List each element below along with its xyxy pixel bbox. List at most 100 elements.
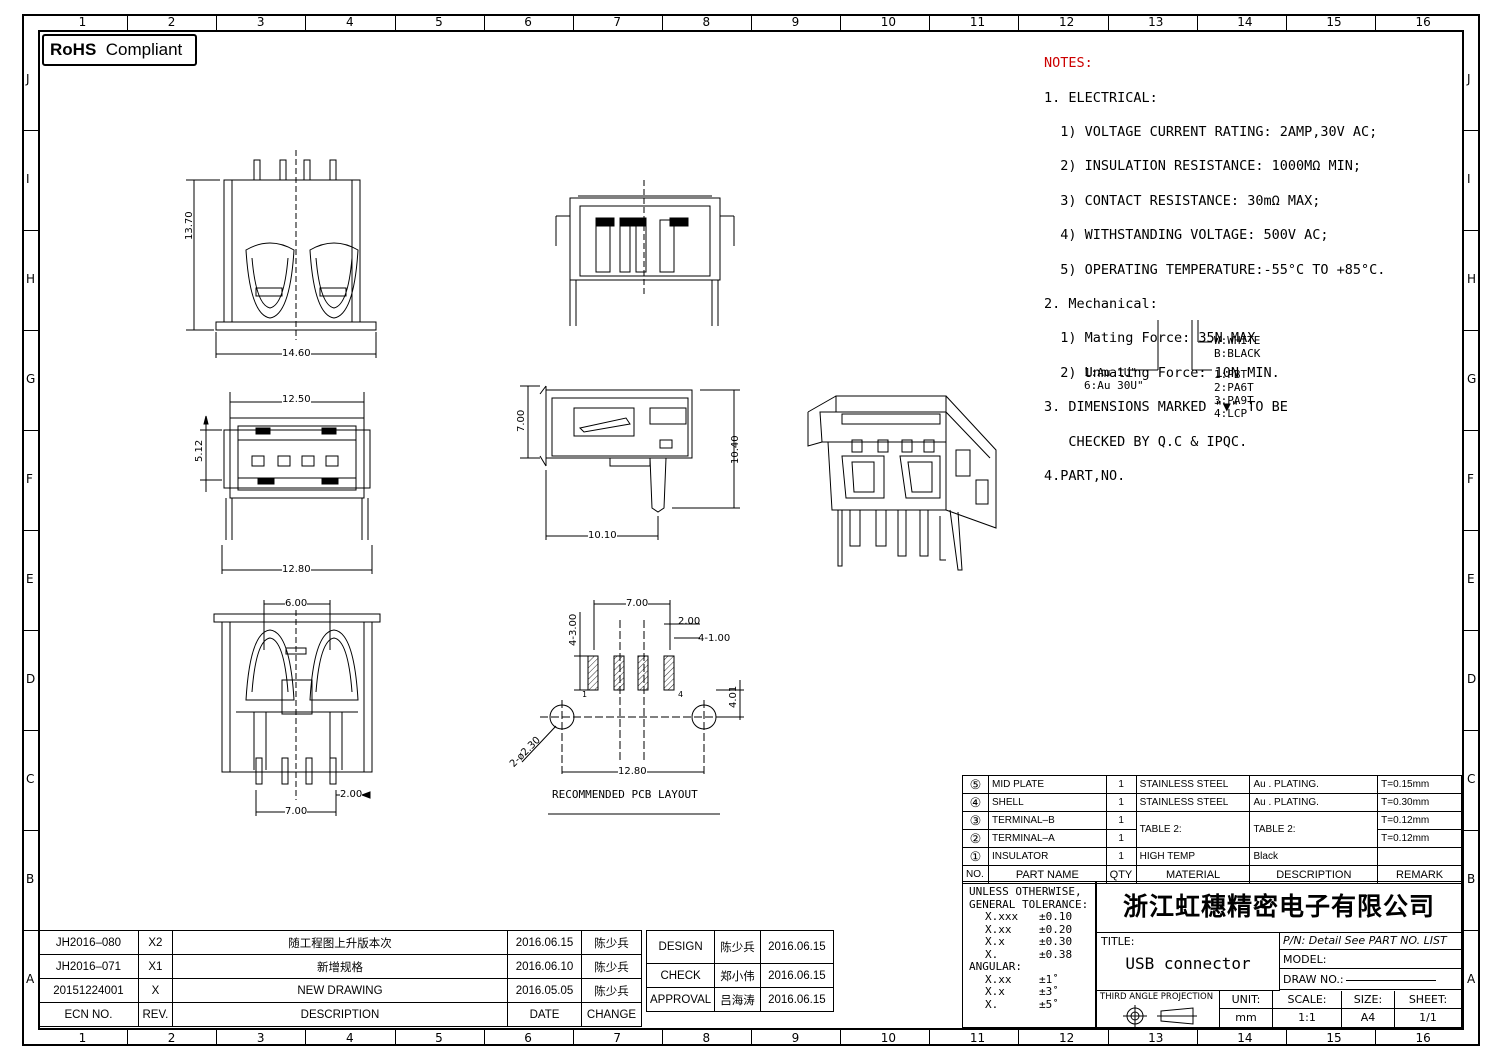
zone-tick <box>1464 630 1480 631</box>
zone-row-label: B <box>1467 872 1476 886</box>
bom-qty: 1 <box>1105 775 1137 794</box>
zone-row-label: E <box>26 572 34 586</box>
drawno-label: DRAW NO.: <box>1283 973 1344 986</box>
zone-tick <box>1374 14 1376 30</box>
zone-row-label: H <box>1467 272 1477 286</box>
bom-header-part: PART NAME <box>987 865 1107 884</box>
bom-no: ③ <box>962 811 989 830</box>
connector-drawing-views <box>186 150 997 816</box>
zone-tick <box>483 14 485 30</box>
dim-bottom-top: 6.00 <box>285 598 308 609</box>
bom-desc: TABLE 2: <box>1249 811 1379 848</box>
zone-column-label: 1 <box>78 1031 87 1045</box>
tolerance-title: UNLESS OTHERWISE, <box>969 885 1082 898</box>
title-cell: TITLE: USB connector <box>1097 932 1280 991</box>
rev-code: X <box>137 978 173 1003</box>
size-cell: SIZE:A4 <box>1342 991 1395 1027</box>
size-label: SIZE: <box>1342 991 1394 1009</box>
bom-no: ② <box>962 829 989 848</box>
signoff-date: 2016.06.15 <box>759 930 835 964</box>
rev-ecn: JH2016–080 <box>38 930 139 955</box>
bom-material: TABLE 2: <box>1135 811 1251 848</box>
notes-line: 1) VOLTAGE CURRENT RATING: 2AMP,30V AC; <box>1044 124 1378 141</box>
zone-column-label: 10 <box>880 15 896 29</box>
zone-tick <box>22 130 38 131</box>
signoff-role: DESIGN <box>645 930 716 964</box>
scale-value: 1:1 <box>1298 1011 1316 1024</box>
color-code: W:WHITE <box>1214 334 1261 347</box>
zone-tick <box>22 530 38 531</box>
zone-tick <box>1464 830 1480 831</box>
notes-line: CHECKED BY Q.C & IPQC. <box>1044 433 1248 450</box>
zone-tick <box>661 1030 663 1046</box>
dim-side-height: 7.00 <box>516 409 527 432</box>
bom-header-no: NO. <box>962 865 989 884</box>
dim-front-bottom: 12.80 <box>282 564 311 575</box>
tolerance-angular-label: ANGULAR: <box>969 960 1022 973</box>
dim-front-top: 12.50 <box>282 394 311 405</box>
zone-tick <box>1374 1030 1376 1046</box>
side-profile-view <box>520 385 740 540</box>
end-view <box>555 180 735 326</box>
zone-tick <box>127 1030 129 1046</box>
zone-column-label: 12 <box>1058 15 1075 29</box>
pcb-pin-1: 1 <box>582 690 588 699</box>
title-block: 浙江虹穗精密电子有限公司 TITLE: USB connector P/N: D… <box>1096 881 1462 1028</box>
zone-row-label: J <box>26 72 30 86</box>
rev-code: X1 <box>137 954 173 979</box>
zone-column-label: 16 <box>1415 15 1431 29</box>
notes-line: 2. Mechanical: <box>1044 296 1158 313</box>
zone-tick <box>22 430 38 431</box>
zone-tick <box>1107 1030 1109 1046</box>
zone-column-label: 4 <box>345 15 354 29</box>
material-code: 1:PBT <box>1214 368 1248 381</box>
pcb-layout-label: RECOMMENDED PCB LAYOUT <box>552 788 698 801</box>
bom-qty: 1 <box>1105 811 1137 830</box>
tol-key: X.xx <box>985 922 1012 936</box>
dim-bottom-pin: 2.00 <box>340 789 363 800</box>
zone-column-label: 13 <box>1148 1031 1164 1045</box>
bom-remark: T=0.30mm <box>1377 793 1462 812</box>
bom-header-qty: QTY <box>1105 865 1137 884</box>
zone-column-label: 13 <box>1148 15 1164 29</box>
zone-tick <box>751 14 752 30</box>
sheet-value: 1/1 <box>1419 1011 1437 1024</box>
zone-row-label: D <box>26 672 36 686</box>
zone-tick <box>1107 14 1109 30</box>
material-code: 2:PA6T <box>1214 381 1254 394</box>
dim-top-height: 13.70 <box>184 211 195 240</box>
zone-tick <box>1285 1030 1287 1046</box>
bom-header-remark: REMARK <box>1377 865 1462 884</box>
rev-header-desc: DESCRIPTION <box>171 1002 509 1027</box>
zone-tick <box>22 230 38 231</box>
part-number: P/N: Detail See PART NO. LIST <box>1280 932 1461 950</box>
bom-remark <box>1377 847 1462 866</box>
zone-tick <box>1464 330 1480 331</box>
zone-row-label: I <box>26 172 30 186</box>
zone-column-label: 4 <box>345 1031 354 1045</box>
zone-tick <box>216 1030 218 1046</box>
zone-tick <box>1464 230 1480 231</box>
rev-header-ecn: ECN NO. <box>38 1002 139 1027</box>
zone-tick <box>22 930 38 931</box>
notes-line: 3) CONTACT RESISTANCE: 30mΩ MAX; <box>1044 192 1321 209</box>
bom-qty: 1 <box>1105 847 1137 866</box>
zone-row-label: G <box>26 372 36 386</box>
tol-key: X.xxx <box>985 910 1019 923</box>
third-angle-projection-icon <box>1123 1005 1197 1027</box>
notes-line: 2) Unmating Force: 10N MIN. <box>1044 364 1280 381</box>
bom-remark: T=0.12mm <box>1377 829 1462 848</box>
zone-column-label: 11 <box>969 15 986 29</box>
bom-remark: T=0.15mm <box>1377 775 1462 794</box>
zone-tick <box>572 14 574 30</box>
zone-row-label: C <box>26 772 35 786</box>
zone-column-label: 15 <box>1326 1031 1342 1045</box>
zone-tick <box>127 14 129 30</box>
